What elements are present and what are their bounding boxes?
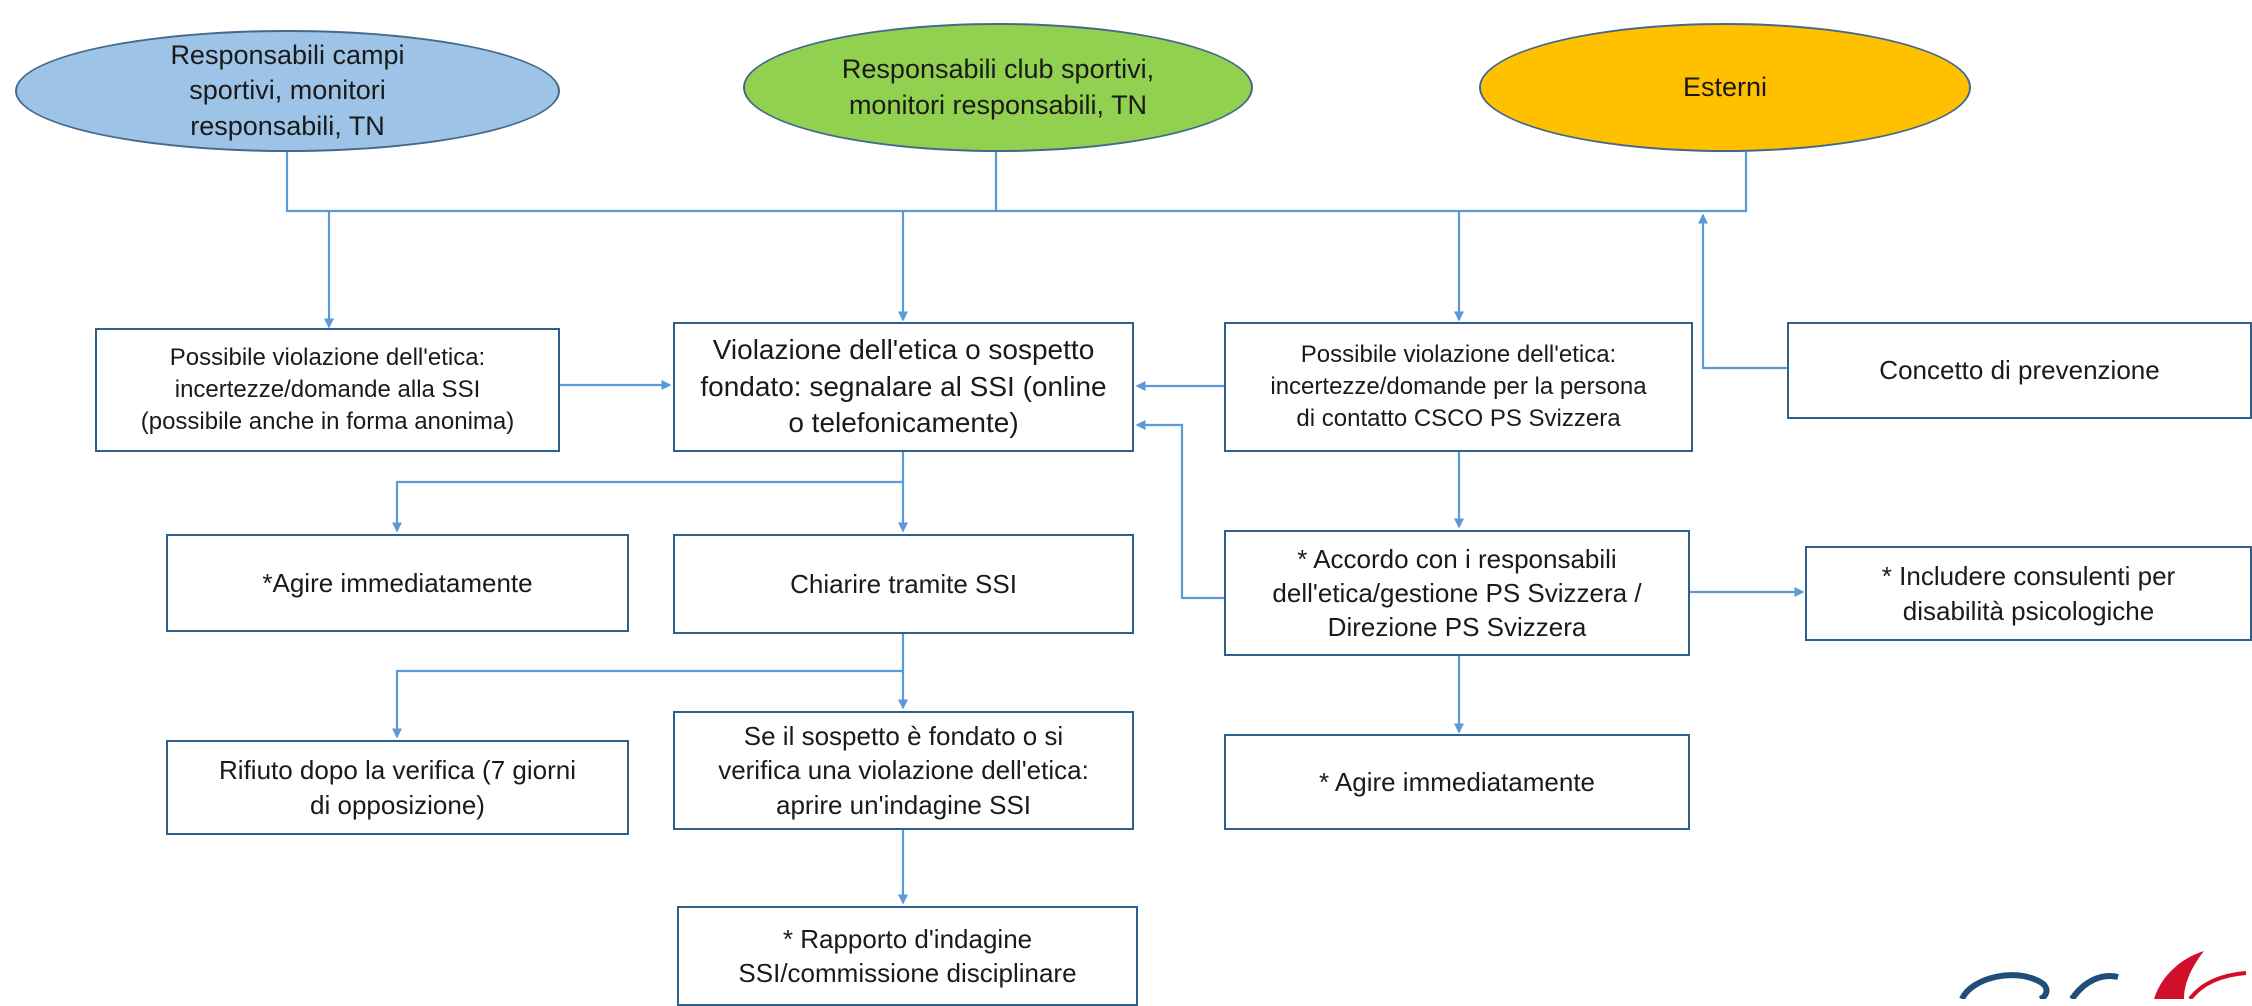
ellipse-sports-fields-managers: Responsabili campi sportivi, monitori re… <box>15 30 560 152</box>
arrow-report-to-act-left <box>392 480 903 533</box>
connector-lines <box>285 152 1805 905</box>
box-act-immediately-right: * Agire immediatamente <box>1224 734 1690 830</box>
connector-bus-top <box>285 152 1748 213</box>
box-act-immediately-left: *Agire immediatamente <box>166 534 629 632</box>
box-agreement: * Accordo con i responsabili dell'etica/… <box>1224 530 1690 656</box>
box-open-investigation: Se il sospetto è fondato o si verifica u… <box>673 711 1134 830</box>
box-clarify-ssi: Chiarire tramite SSI <box>673 534 1134 634</box>
box-possible-violation-ssi: Possibile violazione dell'etica: incerte… <box>95 328 560 452</box>
logo-blue-swoosh <box>1959 972 2050 999</box>
logo-red-mark <box>2154 951 2204 999</box>
arrow-clarify-to-rejection <box>392 669 903 739</box>
organization-logo <box>1959 951 2247 999</box>
box-investigation-report: * Rapporto d'indagine SSI/commissione di… <box>677 906 1138 1006</box>
arrow-prevention-to-bus <box>1698 213 1787 370</box>
box-possible-violation-csco: Possibile violazione dell'etica: incerte… <box>1224 322 1693 452</box>
box-report-violation: Violazione dell'etica o sospetto fondato… <box>673 322 1134 452</box>
logo-blue-mark <box>2069 973 2119 999</box>
ellipse-sports-clubs-managers: Responsabili club sportivi, monitori res… <box>743 23 1253 152</box>
box-prevention-concept: Concetto di prevenzione <box>1787 322 2252 419</box>
logo-red-accent <box>2188 971 2247 999</box>
box-include-consultants: * Includere consulenti per disabilità ps… <box>1805 546 2252 641</box>
ellipse-external: Esterni <box>1479 23 1971 152</box>
arrow-agreement-to-report <box>1135 420 1224 600</box>
box-rejection: Rifiuto dopo la verifica (7 giorni di op… <box>166 740 629 835</box>
